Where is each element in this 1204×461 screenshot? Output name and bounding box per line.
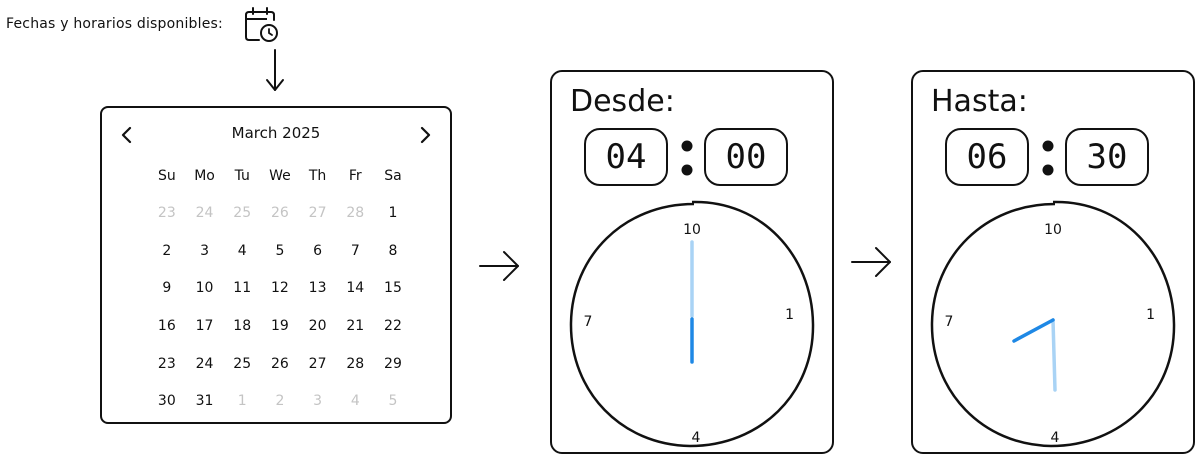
calendar-day-outside-month[interactable]: 4 — [350, 393, 360, 410]
hour-hand — [1012, 318, 1055, 343]
calendar-day[interactable]: 5 — [275, 242, 285, 259]
hasta-minute-field[interactable]: 30 — [1065, 128, 1149, 186]
next-month-button[interactable] — [412, 122, 438, 148]
hasta-clock[interactable]: 10 1 4 7 — [925, 196, 1181, 452]
prev-month-button[interactable] — [114, 122, 140, 148]
calendar-day[interactable]: 3 — [200, 242, 209, 259]
calendar-day[interactable]: 17 — [195, 317, 214, 334]
calendar-day[interactable]: 22 — [384, 317, 402, 334]
calendar-day[interactable]: 11 — [233, 280, 252, 297]
calendar-day[interactable]: 21 — [346, 317, 365, 334]
calendar-day[interactable]: 1 — [388, 204, 398, 221]
calendar-day[interactable]: 14 — [346, 280, 365, 297]
calendar-day[interactable]: 8 — [388, 242, 398, 259]
calendar-day[interactable]: 29 — [384, 355, 402, 372]
header-label: Fechas y horarios disponibles: — [6, 16, 223, 32]
right-arrow-icon — [479, 251, 519, 281]
header: Fechas y horarios disponibles: — [6, 4, 281, 44]
clock-label-top: 10 — [1044, 222, 1062, 238]
calendar-day[interactable]: 19 — [270, 317, 289, 334]
calendar-day[interactable]: 25 — [233, 355, 252, 372]
calendar-day[interactable]: 27 — [308, 355, 327, 372]
desde-title: Desde: — [570, 84, 675, 119]
clock-label-left: 7 — [945, 314, 954, 330]
calendar-day[interactable]: 2 — [162, 242, 172, 259]
calendar-day[interactable]: 7 — [350, 242, 360, 259]
calendar-day-outside-month[interactable]: 2 — [275, 393, 285, 410]
hasta-title: Hasta: — [931, 84, 1028, 119]
calendar-day-outside-month[interactable]: 24 — [195, 204, 214, 221]
calendar-day[interactable]: 6 — [313, 242, 323, 259]
time-separator — [1042, 140, 1054, 176]
calendar-day-outside-month[interactable]: 28 — [346, 204, 365, 221]
calendar-day[interactable]: 28 — [346, 355, 365, 372]
clock-label-bottom: 4 — [692, 430, 701, 446]
calendar-day[interactable]: 31 — [195, 393, 214, 410]
clock-label-top: 10 — [683, 222, 701, 238]
calendar-day[interactable]: 9 — [162, 280, 172, 297]
calendar-day[interactable]: 10 — [195, 280, 214, 297]
desde-hour-field[interactable]: 04 — [584, 128, 668, 186]
clock-label-left: 7 — [584, 314, 593, 330]
calendar-day[interactable]: 26 — [270, 355, 289, 372]
clock-face — [569, 200, 815, 448]
weekday-label: Su — [157, 168, 176, 184]
calendar-day-outside-month[interactable]: 1 — [237, 393, 247, 410]
calendar-day[interactable]: 16 — [157, 317, 176, 334]
weekday-label: Fr — [348, 168, 362, 184]
down-arrow-icon — [266, 49, 284, 91]
calendar-day-outside-month[interactable]: 23 — [157, 204, 176, 221]
calendar-day-outside-month[interactable]: 26 — [270, 204, 289, 221]
clock-label-bottom: 4 — [1051, 430, 1060, 446]
calendar-day-outside-month[interactable]: 25 — [233, 204, 252, 221]
calendar-header: March 2025 — [102, 122, 450, 148]
calendar-day[interactable]: 18 — [233, 317, 252, 334]
hasta-panel: Hasta: 06 30 10 1 4 7 — [911, 70, 1195, 454]
month-title: March 2025 — [231, 124, 321, 142]
weekday-label: We — [269, 168, 291, 184]
desde-clock[interactable]: 10 1 4 7 — [564, 196, 820, 452]
calendar-day[interactable]: 12 — [270, 280, 289, 297]
weekday-label: Sa — [384, 168, 402, 184]
hasta-hour-field[interactable]: 06 — [945, 128, 1029, 186]
weekday-label: Th — [308, 168, 327, 184]
clock-label-right: 1 — [1146, 307, 1155, 323]
desde-panel: Desde: 04 00 10 1 4 7 — [550, 70, 834, 454]
calendar-day[interactable]: 15 — [384, 280, 402, 297]
calendar-day[interactable]: 30 — [157, 393, 176, 410]
time-separator — [681, 140, 693, 176]
clock-face — [930, 200, 1176, 448]
right-arrow-icon — [851, 247, 891, 277]
calendar-day[interactable]: 23 — [157, 355, 176, 372]
calendar-day-outside-month[interactable]: 5 — [388, 393, 398, 410]
clock-label-right: 1 — [785, 307, 794, 323]
weekday-label: Mo — [194, 168, 215, 184]
calendar-day-outside-month[interactable]: 27 — [308, 204, 327, 221]
minute-hand — [1051, 318, 1057, 392]
desde-minute-field[interactable]: 00 — [704, 128, 788, 186]
calendar-clock-icon — [244, 7, 278, 42]
calendar-day[interactable]: 20 — [308, 317, 327, 334]
calendar-day-outside-month[interactable]: 3 — [313, 393, 323, 410]
calendar-day[interactable]: 4 — [237, 242, 247, 259]
weekday-label: Tu — [234, 168, 250, 184]
calendar-day[interactable]: 13 — [308, 280, 327, 297]
calendar-day[interactable]: 24 — [195, 355, 214, 372]
